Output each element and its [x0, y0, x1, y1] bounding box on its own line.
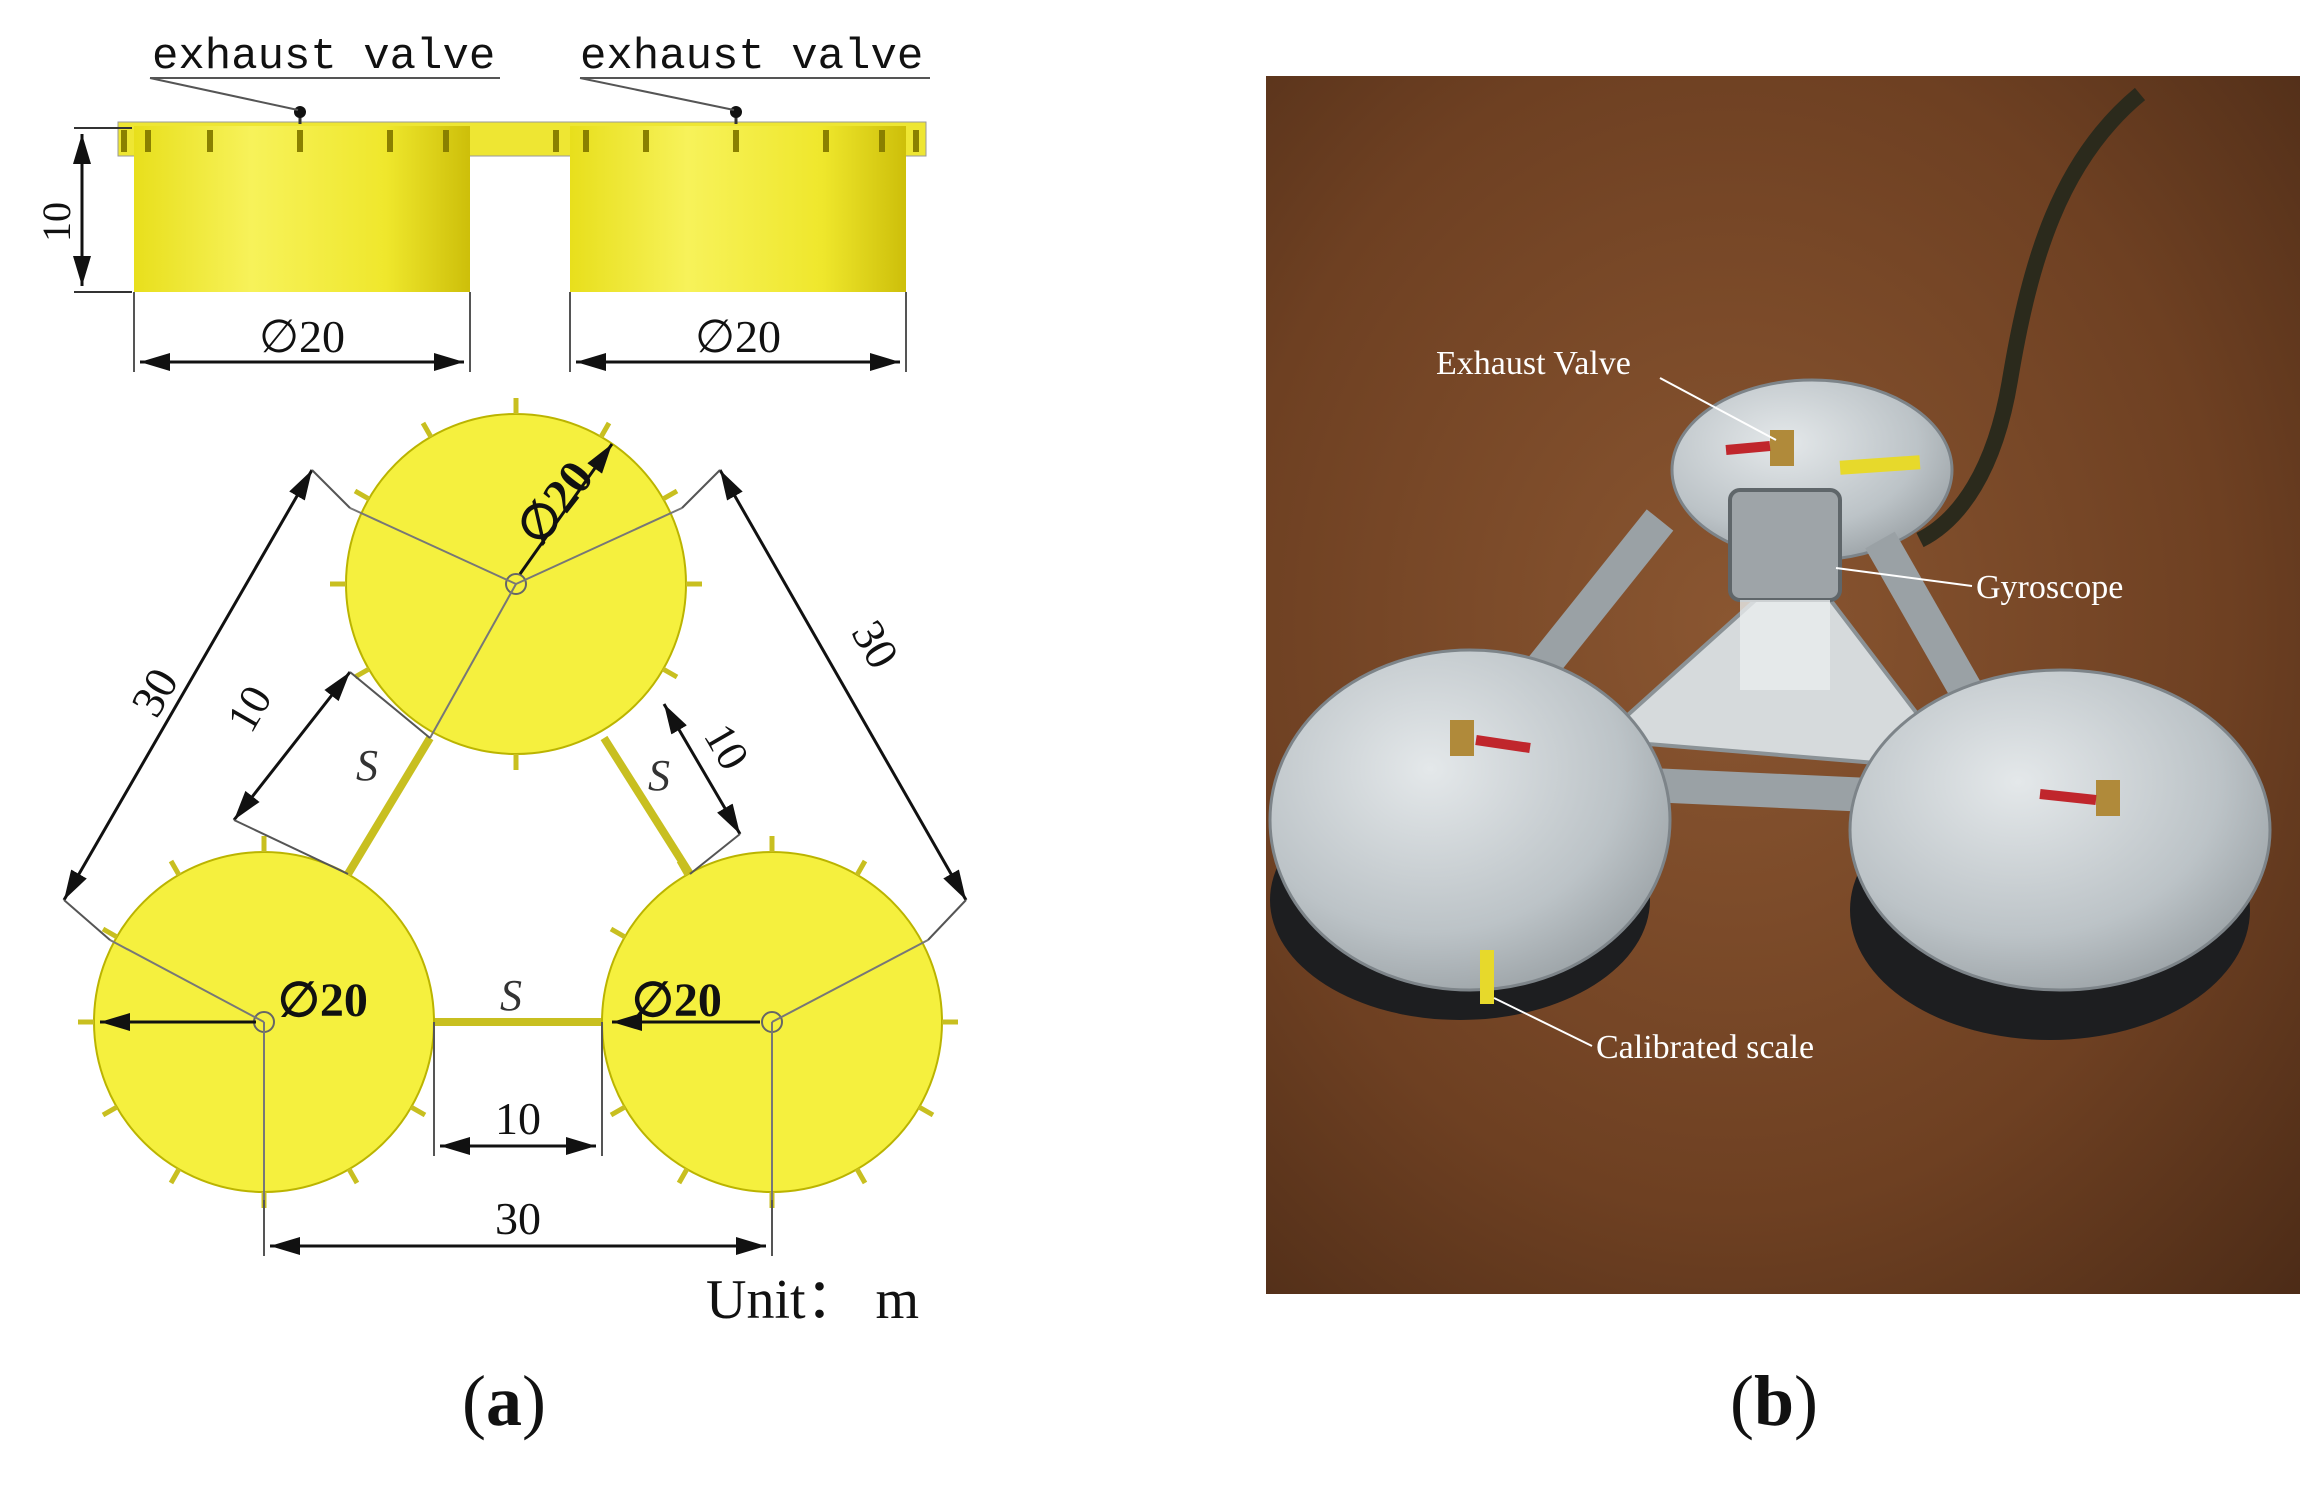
side-dim-30-right: 30 [842, 612, 909, 677]
valve-top [1770, 430, 1794, 466]
side-diameter-left: ∅20 [259, 311, 345, 362]
caption-b-open: ( [1730, 1361, 1754, 1441]
float-left-photo [1268, 648, 1672, 992]
side-dim-30-bottom: 30 [495, 1193, 541, 1244]
top-view: ∅20 ∅20 [62, 398, 968, 1331]
caption-a: (a) [462, 1360, 546, 1443]
valve-label-right: exhaust valve [580, 32, 923, 82]
valve-left [1450, 720, 1474, 756]
side-cylinder-right [570, 126, 906, 292]
float-right-photo [1848, 668, 2272, 992]
caption-b-letter: b [1753, 1361, 1795, 1441]
photo-label-calibrated-scale: Calibrated scale [1596, 1029, 1814, 1066]
spacing-label-bottom: S [500, 971, 522, 1020]
side-dim-30-left: 30 [121, 660, 188, 725]
scale-strip [1480, 950, 1494, 1004]
valve-dot-left [294, 106, 306, 118]
gyroscope-box [1728, 488, 1842, 602]
caption-a-letter: a [485, 1361, 522, 1441]
valve-label-left: exhaust valve [152, 32, 495, 82]
side-view: exhaust valve exhaust valve 10 ∅20 ∅20 [34, 32, 930, 372]
float-top: ∅20 [330, 398, 702, 770]
unit-label: Unit： m [706, 1269, 919, 1331]
side-rail-studs [121, 130, 919, 152]
gap-dim-10-left: 10 [217, 677, 281, 740]
spacing-label-left: S [356, 741, 378, 790]
float-bottom-left: ∅20 [78, 836, 435, 1208]
gap-dim-10-right: 10 [694, 715, 758, 778]
gap-dim-10-bottom: 10 [495, 1093, 541, 1144]
side-cylinder-left [134, 126, 470, 292]
valve-dot-right [730, 106, 742, 118]
top-diameter-right: ∅20 [632, 974, 722, 1027]
caption-b: (b) [1730, 1360, 1818, 1443]
spacing-label-right: S [648, 751, 670, 800]
cable [1916, 87, 2146, 548]
photo-label-gyroscope: Gyroscope [1976, 569, 2123, 606]
top-diameter-left: ∅20 [278, 974, 368, 1027]
caption-b-close: ) [1794, 1361, 1819, 1441]
side-diameter-right: ∅20 [695, 311, 781, 362]
photo-panel: Exhaust Valve Gyroscope Calibrated scale [1266, 76, 2300, 1294]
photo-label-exhaust-valve: Exhaust Valve [1436, 345, 1631, 382]
caption-a-close: ) [521, 1361, 546, 1441]
height-label: 10 [34, 202, 79, 242]
caption-a-open: ( [462, 1361, 486, 1441]
valve-right [2096, 780, 2120, 816]
float-bottom-right: ∅20 [601, 836, 958, 1208]
